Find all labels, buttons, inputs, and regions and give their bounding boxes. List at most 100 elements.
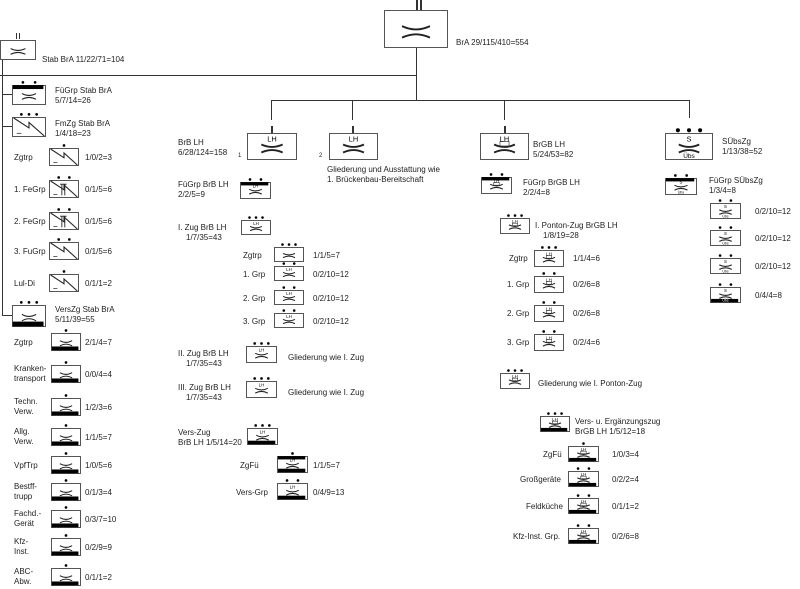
brb-fuegrp-symbol[interactable]: LH xyxy=(240,178,271,199)
brb-symbol[interactable]: LH xyxy=(247,133,297,160)
verszg-item-symbol[interactable] xyxy=(51,394,81,416)
brgb-vers-item-symbol[interactable]: LH xyxy=(568,524,599,544)
unit-symbol-icon: SÜbs xyxy=(666,174,695,194)
unit-symbol-icon xyxy=(51,479,79,501)
brgb-zug1-strength: 1/8/19=28 xyxy=(543,231,579,240)
verszg-stab-strength: 5/11/39=55 xyxy=(55,315,95,324)
unit-symbol-icon: SÜbs xyxy=(711,283,739,302)
verszg-item-symbol[interactable] xyxy=(51,506,81,528)
brgb-item-symbol[interactable]: LH xyxy=(534,246,564,267)
verszg-item-symbol[interactable] xyxy=(51,564,81,586)
verszg-item-name: ABC- Abw. xyxy=(14,567,34,586)
brgb-zug2-symbol[interactable]: LH xyxy=(500,369,530,389)
brb-item-name: 2. Grp xyxy=(243,294,266,303)
verszg-item-symbol[interactable] xyxy=(51,361,81,383)
verszg-item-symbol[interactable] xyxy=(51,424,81,446)
bra-symbol[interactable] xyxy=(384,10,448,48)
brgb-item-name: 2. Grp xyxy=(507,309,530,318)
brgb-vers-item-value: 1/0/3=4 xyxy=(612,450,639,459)
brb2-number: 2 xyxy=(319,153,323,159)
subs-fuegrp-strength: 1/3/4=8 xyxy=(709,186,736,195)
brb-verszug-symbol[interactable]: LH xyxy=(247,424,278,445)
verszg-item-symbol[interactable] xyxy=(51,479,81,501)
unit-symbol-icon xyxy=(51,394,79,416)
echelon-mark xyxy=(504,126,506,133)
brgb-fuegrp-symbol[interactable]: LH xyxy=(481,173,512,194)
echelon-mark xyxy=(416,0,418,10)
verszg-item-symbol[interactable] xyxy=(51,452,81,474)
brgb-item-symbol[interactable]: LH xyxy=(534,301,564,322)
connector xyxy=(0,75,417,76)
svg-text:LH: LH xyxy=(286,267,292,272)
verszg-stab-symbol[interactable] xyxy=(12,301,46,327)
brb-item-symbol[interactable] xyxy=(274,243,304,262)
unit-symbol-icon: LH xyxy=(481,173,510,190)
fmzg-item-value: 0/1/5=6 xyxy=(85,185,112,194)
bra-label: BrA 29/115/410=554 xyxy=(456,38,529,47)
fmzg-item-symbol[interactable] xyxy=(49,208,79,230)
brb-zug3-symbol[interactable]: LH xyxy=(246,377,277,398)
unit-symbol-icon: LH xyxy=(282,309,296,325)
fmzg-item-name: 1. FeGrp xyxy=(14,185,46,194)
unit-symbol-icon xyxy=(51,329,79,351)
fmzg-item-symbol[interactable] xyxy=(49,270,79,292)
brb-zug1-symbol[interactable]: LH xyxy=(241,216,271,235)
svg-text:Übs: Übs xyxy=(722,241,728,245)
unit-symbol-icon xyxy=(51,452,79,474)
fmzg-item-symbol[interactable] xyxy=(49,176,79,198)
brb-fuegrp-name: FüGrp BrB LH xyxy=(178,180,229,189)
unit-symbol-icon: LH xyxy=(342,135,365,154)
verszg-item-symbol[interactable] xyxy=(51,534,81,556)
fuegrp-stab-symbol[interactable] xyxy=(12,81,46,105)
brgb-zug1-symbol[interactable]: LH xyxy=(500,214,530,234)
fmzg-stab-symbol[interactable] xyxy=(12,113,46,137)
fmzg-item-symbol[interactable] xyxy=(49,144,79,166)
unit-symbol-icon: SÜbs xyxy=(718,199,733,218)
brgb-fuegrp-name: FüGrp BrGB LH xyxy=(523,178,580,187)
verszg-item-value: 2/1/4=7 xyxy=(85,338,112,347)
brb-vers-item-value: 1/1/5=7 xyxy=(313,461,340,470)
unit-symbol-icon: LH xyxy=(240,178,269,195)
brgb-symbol[interactable]: LH xyxy=(480,133,529,160)
fmzg-item-name: Lul-Di xyxy=(14,279,35,288)
unit-symbol-icon: LH xyxy=(277,452,306,473)
brb-item-symbol[interactable]: LH xyxy=(274,309,304,328)
brb-vers-item-name: ZgFü xyxy=(240,461,259,470)
brb-zug2-symbol[interactable]: LH xyxy=(246,342,277,363)
stab-symbol[interactable] xyxy=(0,40,36,60)
brgb-vers-item-value: 0/2/2=4 xyxy=(612,475,639,484)
brgb-vers-symbol[interactable]: LH xyxy=(540,412,570,432)
brgb-vers-item-symbol[interactable]: LH xyxy=(568,442,599,462)
svg-text:S: S xyxy=(680,180,683,185)
verszg-item-value: 0/1/3=4 xyxy=(85,488,112,497)
svg-text:Übs: Übs xyxy=(722,298,728,302)
brgb-item-symbol[interactable]: LH xyxy=(534,272,564,293)
svg-text:S: S xyxy=(687,135,692,144)
brb-item-symbol[interactable]: LH xyxy=(274,262,304,281)
brb-zug2-name: II. Zug BrB LH xyxy=(178,349,229,358)
svg-text:LH: LH xyxy=(581,499,587,504)
unit-symbol-icon: LH xyxy=(253,377,270,394)
fmzg-item-symbol[interactable] xyxy=(49,238,79,260)
brb-number: 1 xyxy=(238,153,242,159)
brb2-symbol[interactable]: LH xyxy=(329,133,378,160)
brb-vers-item-symbol[interactable]: LH xyxy=(277,479,308,500)
brb-vers-item-symbol[interactable]: LH xyxy=(277,452,308,473)
brgb-vers-item-value: 0/1/1=2 xyxy=(612,502,639,511)
brgb-vers-item-symbol[interactable]: LH xyxy=(568,494,599,514)
brgb-vers-item-symbol[interactable]: LH xyxy=(568,467,599,487)
svg-text:LH: LH xyxy=(546,307,552,312)
verszg-item-symbol[interactable] xyxy=(51,329,81,351)
subs-item-value: 0/2/10=12 xyxy=(755,234,791,243)
connector xyxy=(504,100,505,120)
fuegrp-stab-name: FüGrp Stab BrA xyxy=(55,86,112,95)
brgb-item-symbol[interactable]: LH xyxy=(534,330,564,351)
brb-item-symbol[interactable]: LH xyxy=(274,286,304,305)
